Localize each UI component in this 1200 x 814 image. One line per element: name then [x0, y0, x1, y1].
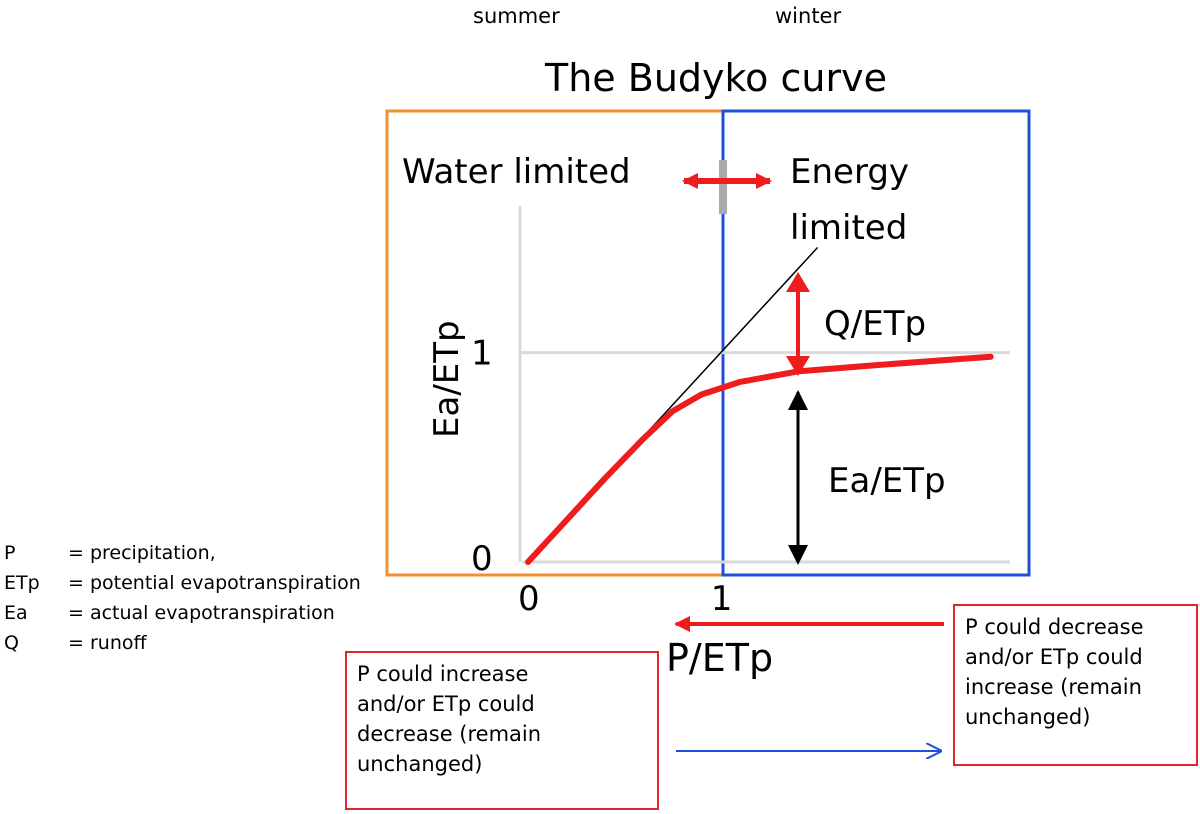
runoff-arrow-head-bottom [786, 356, 810, 376]
legend-definition: = runoff [68, 632, 147, 654]
boundary-marker [719, 160, 727, 214]
legend-row: Q = runoff [4, 628, 361, 658]
y-axis-title: Ea/ETp [427, 320, 467, 438]
legend-symbol: Ea [4, 602, 28, 624]
energy-limited-label-1: Energy [790, 152, 909, 192]
et-arrow-head-bottom [788, 545, 808, 565]
season-winter-label: winter [775, 4, 841, 28]
x-axis-title: P/ETp [666, 636, 773, 680]
legend-row: ETp = potential evapotranspiration [4, 568, 361, 598]
legend: P = precipitation, ETp = potential evapotr… [4, 538, 361, 658]
runoff-annotation: Q/ETp [824, 304, 926, 344]
note-increase: P could increase and/or ETp could decrea… [345, 651, 659, 810]
x-tick-label: 1 [711, 579, 733, 619]
legend-symbol: ETp [4, 572, 40, 594]
et-annotation: Ea/ETp [828, 461, 946, 501]
x-tick-label: 0 [518, 579, 540, 619]
legend-definition: = precipitation, [68, 542, 216, 564]
y-tick-label: 0 [471, 539, 493, 579]
energy-limited-region [721, 109, 1031, 577]
water-limited-label: Water limited [402, 152, 631, 192]
chart-title: The Budyko curve [544, 56, 887, 100]
note-decrease: P could decrease and/or ETp could increa… [953, 604, 1198, 766]
et-arrow-head-top [788, 390, 808, 410]
legend-row: Ea = actual evapotranspiration [4, 598, 361, 628]
energy-limited-label-2: limited [790, 208, 907, 248]
legend-definition: = potential evapotranspiration [68, 572, 361, 594]
runoff-arrow-head-top [786, 272, 810, 292]
season-summer-label: summer [473, 4, 560, 28]
budyko-chart: 0 1 0 1P/ETp Ea/ETp [427, 206, 1010, 680]
legend-row: P = precipitation, [4, 538, 361, 568]
legend-symbol: P [4, 542, 16, 564]
legend-definition: = actual evapotranspiration [68, 602, 335, 624]
y-tick-label: 1 [471, 334, 493, 374]
legend-symbol: Q [4, 632, 19, 654]
budyko-curve [525, 353, 994, 565]
